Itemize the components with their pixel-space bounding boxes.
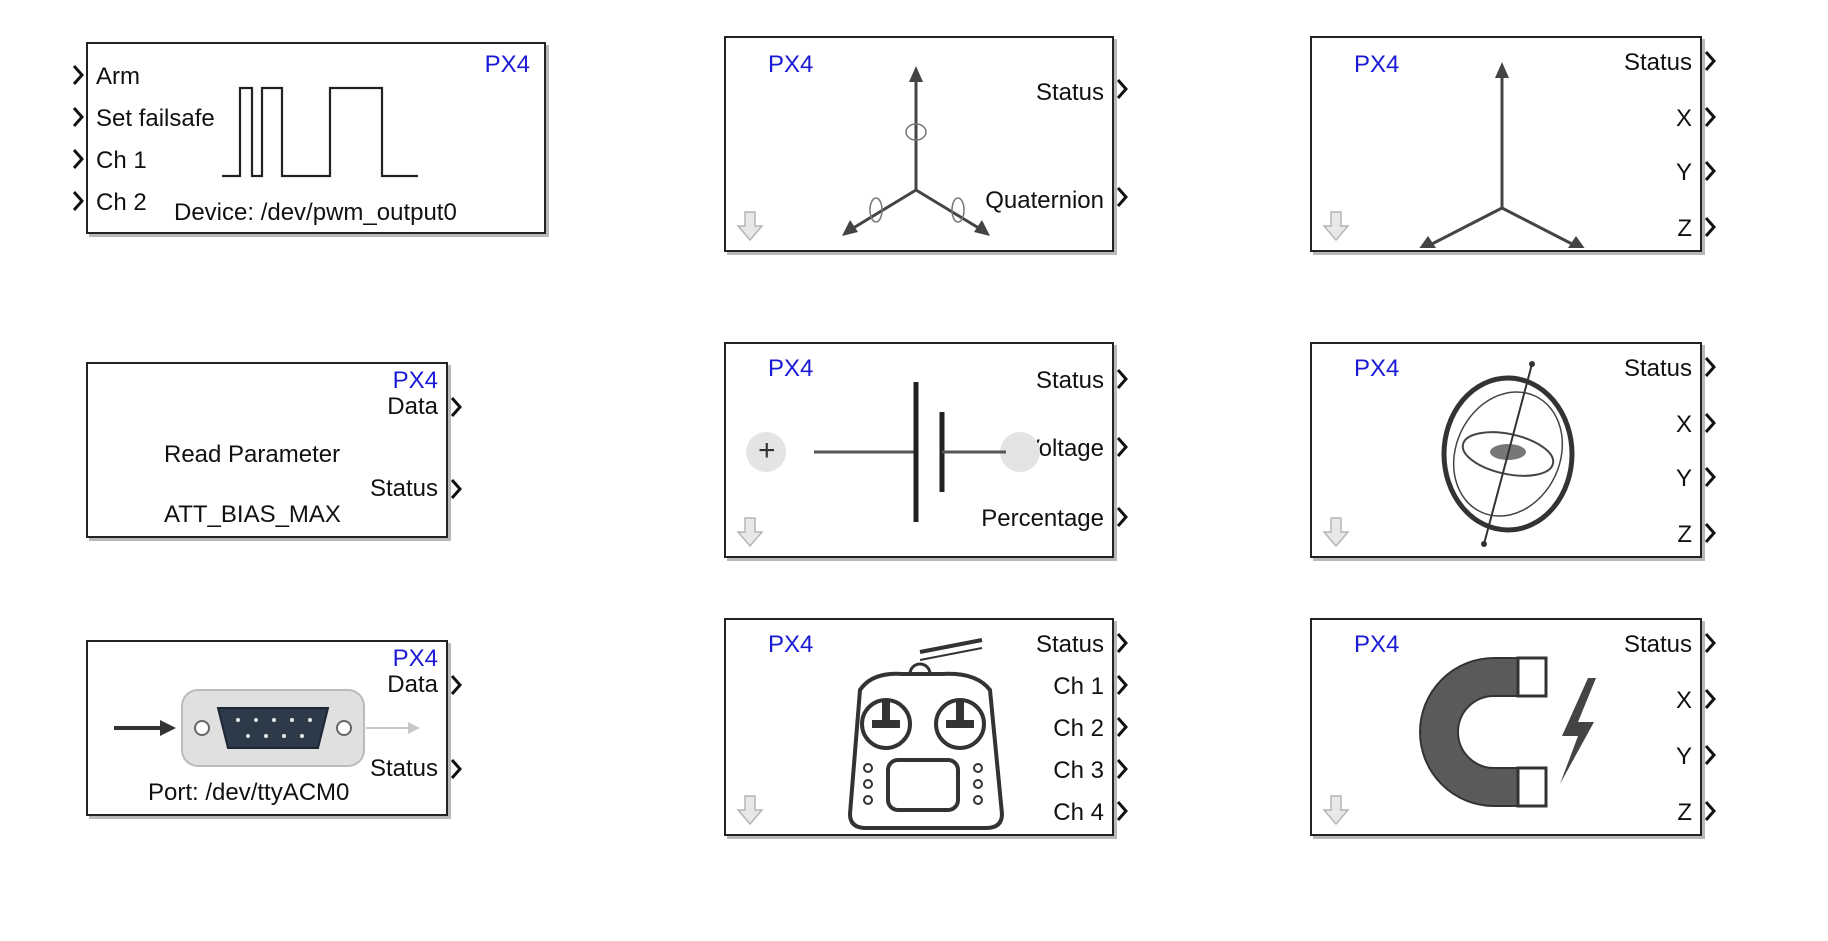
output-port-y[interactable] bbox=[1704, 160, 1716, 181]
output-port-data[interactable] bbox=[450, 396, 462, 417]
output-label-ch2: Ch 2 bbox=[1053, 715, 1104, 742]
input-port-ch2[interactable] bbox=[72, 190, 84, 211]
output-port-status[interactable] bbox=[450, 478, 462, 499]
output-label-status: Status bbox=[369, 755, 438, 782]
output-label-status: Status bbox=[369, 475, 438, 502]
output-port-z[interactable] bbox=[1704, 216, 1716, 237]
magnet-icon bbox=[1412, 650, 1602, 830]
output-port-status[interactable] bbox=[450, 758, 462, 779]
accelerometer-axes-icon bbox=[1412, 58, 1592, 248]
input-label-set-failsafe: Set failsafe bbox=[96, 105, 215, 132]
output-port-status[interactable] bbox=[1704, 632, 1716, 653]
px4-label: PX4 bbox=[484, 51, 530, 78]
output-label-percentage: Percentage bbox=[981, 505, 1104, 532]
pwm-output-block[interactable]: PX4 Arm Set failsafe Ch 1 Ch 2 Device: /… bbox=[86, 42, 546, 234]
device-label: Device: /dev/pwm_output0 bbox=[174, 199, 457, 226]
output-label-status: Status bbox=[1623, 631, 1692, 658]
output-port-x[interactable] bbox=[1704, 688, 1716, 709]
accelerometer-block[interactable]: PX4 Status X Y Z bbox=[1310, 36, 1702, 252]
battery-icon bbox=[744, 378, 1044, 528]
sample-time-down-arrow-icon bbox=[1320, 516, 1352, 548]
pwm-square-wave-icon bbox=[222, 84, 482, 184]
output-label-status: Status bbox=[1623, 355, 1692, 382]
sample-time-down-arrow-icon bbox=[734, 210, 766, 242]
output-label-x: X bbox=[1675, 105, 1692, 132]
output-label-data: Data bbox=[387, 671, 438, 698]
output-label-z: Z bbox=[1677, 799, 1692, 826]
attitude-block[interactable]: PX4 Status Quaternion bbox=[724, 36, 1114, 252]
output-label-status: Status bbox=[1035, 631, 1104, 658]
output-port-status[interactable] bbox=[1704, 50, 1716, 71]
battery-plus-sign: + bbox=[758, 434, 776, 467]
input-label-ch2: Ch 2 bbox=[96, 189, 147, 216]
px4-label: PX4 bbox=[392, 645, 438, 672]
port-label: Port: /dev/ttyACM0 bbox=[148, 779, 350, 806]
output-label-z: Z bbox=[1677, 521, 1692, 548]
sample-time-down-arrow-icon bbox=[734, 516, 766, 548]
output-label-status: Status bbox=[1623, 49, 1692, 76]
parameter-text-block: Read Parameter bbox=[164, 441, 341, 468]
px4-label: PX4 bbox=[1354, 51, 1400, 78]
output-label-y: Y bbox=[1675, 743, 1692, 770]
output-port-y[interactable] bbox=[1704, 744, 1716, 765]
rc-transmitter-icon bbox=[842, 628, 1012, 832]
parameter-name: ATT_BIAS_MAX bbox=[164, 501, 341, 528]
output-port-status[interactable] bbox=[1116, 78, 1128, 99]
output-port-y[interactable] bbox=[1704, 466, 1716, 487]
output-label-ch3: Ch 3 bbox=[1053, 757, 1104, 784]
attitude-axes-rotation-icon bbox=[836, 60, 996, 250]
px4-label: PX4 bbox=[1354, 631, 1400, 658]
sample-time-down-arrow-icon bbox=[1320, 794, 1352, 826]
output-port-data[interactable] bbox=[450, 674, 462, 695]
output-port-ch2[interactable] bbox=[1116, 716, 1128, 737]
px4-label: PX4 bbox=[392, 367, 438, 394]
output-port-ch4[interactable] bbox=[1116, 800, 1128, 821]
input-label-ch1: Ch 1 bbox=[96, 147, 147, 174]
px4-label: PX4 bbox=[768, 51, 814, 78]
output-port-x[interactable] bbox=[1704, 106, 1716, 127]
px4-label: PX4 bbox=[768, 631, 814, 658]
output-port-ch3[interactable] bbox=[1116, 758, 1128, 779]
rc-input-block[interactable]: PX4 Status Ch 1 Ch 2 Ch 3 Ch 4 bbox=[724, 618, 1114, 836]
input-label-arm: Arm bbox=[96, 63, 140, 90]
serial-port-connector-icon bbox=[114, 682, 424, 772]
input-port-set-failsafe[interactable] bbox=[72, 106, 84, 127]
output-port-status[interactable] bbox=[1704, 356, 1716, 377]
output-label-x: X bbox=[1675, 411, 1692, 438]
sample-time-down-arrow-icon bbox=[1320, 210, 1352, 242]
output-label-quaternion: Quaternion bbox=[985, 187, 1104, 214]
output-port-percentage[interactable] bbox=[1116, 506, 1128, 527]
output-label-ch4: Ch 4 bbox=[1053, 799, 1104, 826]
output-label-ch1: Ch 1 bbox=[1053, 673, 1104, 700]
output-label-y: Y bbox=[1675, 159, 1692, 186]
output-port-status[interactable] bbox=[1116, 632, 1128, 653]
px4-label: PX4 bbox=[1354, 355, 1400, 382]
output-port-z[interactable] bbox=[1704, 800, 1716, 821]
output-port-x[interactable] bbox=[1704, 412, 1716, 433]
output-label-status: Status bbox=[1035, 79, 1104, 106]
output-port-voltage[interactable] bbox=[1116, 436, 1128, 457]
px4-label: PX4 bbox=[768, 355, 814, 382]
output-label-x: X bbox=[1675, 687, 1692, 714]
gyroscope-icon bbox=[1428, 354, 1588, 554]
input-port-ch1[interactable] bbox=[72, 148, 84, 169]
output-port-ch1[interactable] bbox=[1116, 674, 1128, 695]
output-port-z[interactable] bbox=[1704, 522, 1716, 543]
gyroscope-block[interactable]: PX4 Status X Y Z bbox=[1310, 342, 1702, 558]
output-label-y: Y bbox=[1675, 465, 1692, 492]
output-label-status: Status bbox=[1035, 367, 1104, 394]
output-label-z: Z bbox=[1677, 215, 1692, 242]
magnetometer-block[interactable]: PX4 Status X Y Z bbox=[1310, 618, 1702, 836]
serial-receive-block[interactable]: PX4 Data Status Port: /dev/ttyACM0 bbox=[86, 640, 448, 816]
output-label-data: Data bbox=[387, 393, 438, 420]
input-port-arm[interactable] bbox=[72, 64, 84, 85]
battery-block[interactable]: PX4 Status Voltage Percentage + bbox=[724, 342, 1114, 558]
output-port-status[interactable] bbox=[1116, 368, 1128, 389]
output-port-quaternion[interactable] bbox=[1116, 186, 1128, 207]
read-parameter-block[interactable]: PX4 Data Read Parameter Status ATT_BIAS_… bbox=[86, 362, 448, 538]
sample-time-down-arrow-icon bbox=[734, 794, 766, 826]
